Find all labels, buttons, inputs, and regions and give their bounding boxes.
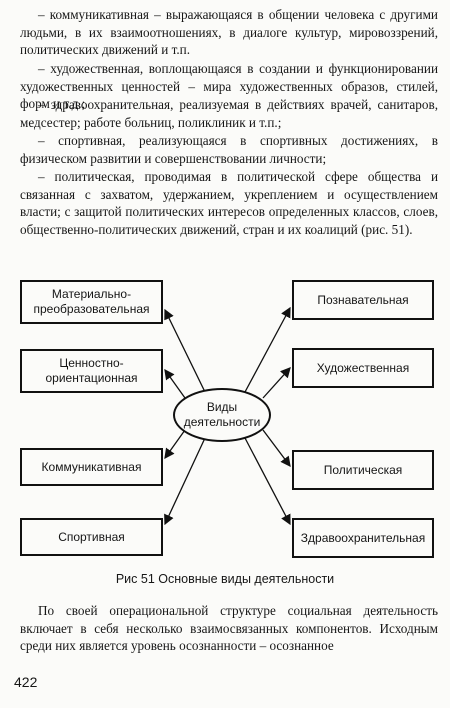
arrow-to-material <box>164 308 206 393</box>
box-artistic: Художественная <box>292 348 434 388</box>
box-political: Политическая <box>292 450 434 490</box>
paragraph-structure: По своей операциональной структуре социа… <box>20 603 438 653</box>
arrow-to-cognitive <box>244 306 291 393</box>
center-activity-types: Виды деятельности <box>173 388 271 442</box>
box-communicative: Коммуникативная <box>20 448 163 486</box>
arrow-to-sport <box>164 437 206 526</box>
paragraph-artistic: – художественная, воплощающаяся в создан… <box>20 61 438 111</box>
paragraph-sport: – спортивная, реализующаяся в спортивных… <box>20 133 438 166</box>
arrow-to-political <box>262 429 291 468</box>
box-value-oriented: Ценностно-ориентационная <box>20 349 163 393</box>
box-sport: Спортивная <box>20 518 163 556</box>
paragraph-health: – здравоохранительная, реализуемая в дей… <box>20 97 438 130</box>
arrow-to-communicative <box>164 429 186 460</box>
paragraph-communicative: – коммуникативная – выражающаяся в общен… <box>20 7 438 57</box>
paragraph-political: – политическая, проводимая в политическо… <box>20 169 438 237</box>
arrow-to-healthcare <box>244 437 291 526</box>
box-material-transformative: Материально-преобразовательная <box>20 280 163 324</box>
box-healthcare: Здравоохранительная <box>292 518 434 558</box>
arrow-to-artistic <box>262 367 291 399</box>
box-cognitive: Познавательная <box>292 280 434 320</box>
page-number: 422 <box>14 674 38 690</box>
figure-caption: Рис 51 Основные виды деятельности <box>115 572 335 586</box>
activity-types-diagram: Материально-преобразовательная Ценностно… <box>0 270 450 570</box>
arrow-to-value <box>164 368 186 399</box>
diagram-arrows <box>164 306 291 526</box>
